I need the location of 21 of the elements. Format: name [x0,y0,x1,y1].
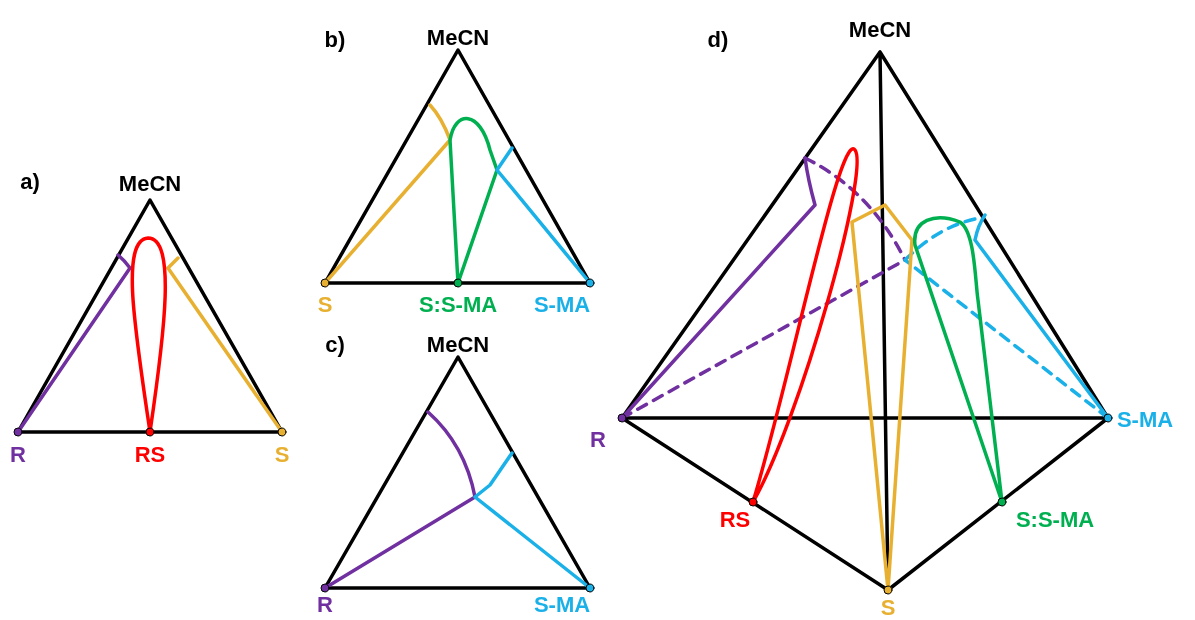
vertex-label: R [317,594,333,616]
vertex-label: MeCN [426,334,490,356]
vertex-label: MeCN [426,27,490,49]
panel-letter: a) [20,171,40,193]
vertex-label: S:S-MA [1015,509,1095,531]
vertex-label: MeCN [118,173,182,195]
vertex-label: MeCN [848,19,912,41]
vertex-label: R [590,429,606,451]
panel-letter: c) [325,334,345,356]
vertex-label: S:S-MA [418,294,498,316]
vertex-label: S [880,597,896,619]
vertex-label: RS [719,509,751,531]
vertex-label: S-MA [533,294,591,316]
vertex-label: S-MA [533,594,591,616]
vertex-label: S-MA [1116,409,1174,431]
vertex-label: RS [134,444,166,466]
vertex-label: S [274,444,290,466]
vertex-label: R [10,444,26,466]
panel-letter: b) [324,29,346,51]
panel-letter: d) [707,29,729,51]
vertex-label: S [317,294,333,316]
